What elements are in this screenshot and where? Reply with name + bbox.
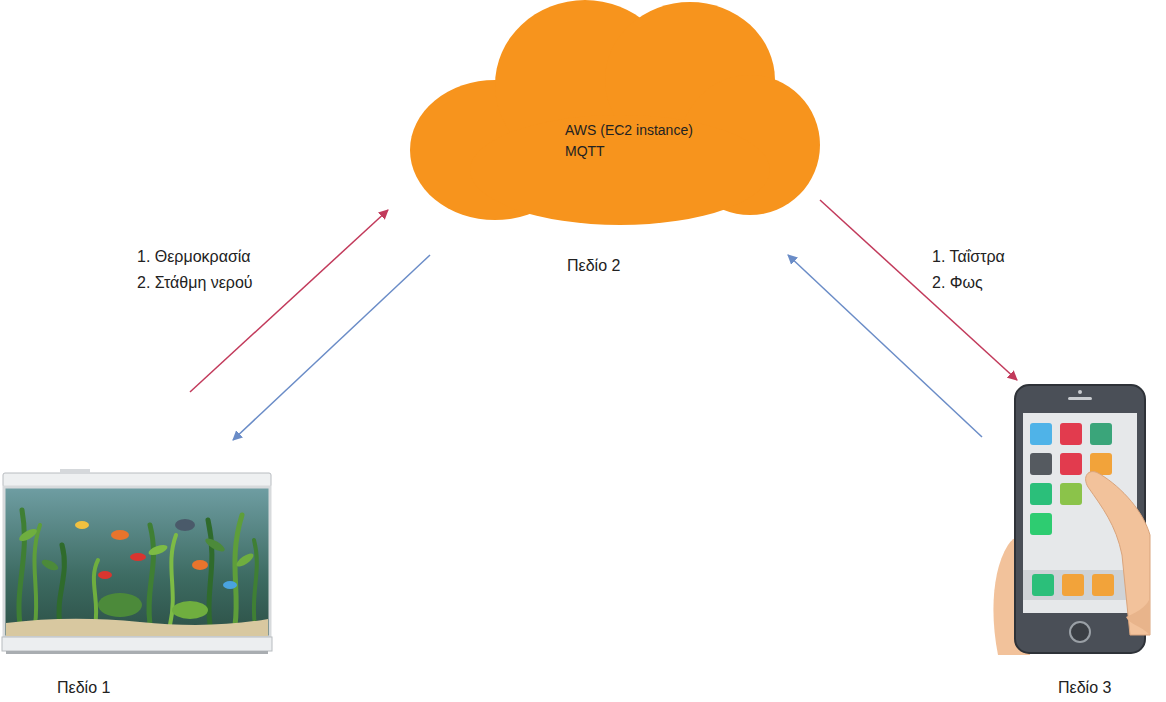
water-plant: [59, 545, 64, 625]
tank-base: [6, 651, 268, 654]
fish: [175, 519, 195, 531]
water-plant: [94, 560, 98, 625]
fish: [111, 530, 129, 540]
water-plant: [19, 510, 257, 625]
flow-arrow: [190, 210, 388, 392]
cloud-node: AWS (EC2 instance) MQTT Πεδίο 2: [400, 0, 825, 275]
plant-leaf: [17, 527, 255, 619]
water-plant: [34, 525, 40, 625]
fish: [192, 560, 208, 570]
app-icon: [1030, 453, 1052, 475]
flow-arrow: [788, 255, 982, 437]
app-icon: [1090, 423, 1112, 445]
service-text: AWS (EC2 instance): [565, 122, 693, 139]
water-plant: [254, 540, 257, 625]
data-label: 2. Στάθμη νερού: [137, 273, 253, 292]
phone-picture: [990, 385, 1150, 665]
data-label: 1. Ταΐστρα: [932, 247, 1005, 266]
phone-button: [1070, 622, 1090, 642]
fish: [75, 521, 89, 529]
cloud-shape: [410, 0, 820, 225]
plant-leaf: [17, 527, 38, 544]
app-icon: [1060, 453, 1082, 475]
field-caption: Πεδίο 1: [57, 678, 110, 697]
app-icon: [1030, 483, 1052, 505]
fish: [98, 571, 112, 579]
phone-camera: [1078, 390, 1082, 394]
data-label: 2. Φως: [932, 273, 983, 292]
plant-leaf: [235, 551, 256, 569]
tank-base: [2, 637, 272, 651]
aquarium-picture: [0, 465, 275, 665]
app-icon: [1060, 423, 1082, 445]
tank-gravel: [6, 619, 268, 636]
data-label: 1. Θερμοκρασία: [137, 247, 251, 266]
app-icon: [1023, 570, 1137, 600]
hand: [1126, 597, 1150, 635]
label-slot: 2. Στάθμη νερού: [137, 273, 253, 292]
tank-lid: [3, 473, 271, 487]
fish: [130, 553, 146, 561]
protocol-text: MQTT: [565, 143, 605, 160]
label-slot: 1. Ταΐστρα: [932, 247, 1005, 266]
app-icon: [1062, 574, 1084, 596]
water-plant: [208, 520, 212, 625]
flow-arrow: [233, 255, 430, 440]
cloud-shape: [400, 0, 825, 230]
aquarium-node: Πεδίο 1: [0, 470, 275, 697]
tank-water: [4, 487, 270, 637]
plant-leaf: [172, 601, 208, 619]
label-slot: 2. Φως: [932, 273, 983, 292]
phone-speaker: [1068, 397, 1092, 400]
tank-lid: [60, 469, 90, 474]
hand: [1086, 472, 1150, 635]
phone-node: Πεδίο 3: [990, 385, 1150, 697]
app-icon: [1092, 574, 1114, 596]
water-plant: [149, 525, 154, 625]
plant-leaf: [203, 536, 226, 554]
plant-leaf: [98, 593, 142, 617]
plant-leaf: [147, 543, 169, 557]
water-plant: [235, 515, 242, 625]
field-caption: Πεδίο 3: [1058, 678, 1111, 697]
app-icon: [1060, 483, 1082, 505]
label-slot: 1. Θερμοκρασία: [137, 247, 251, 266]
water-plant: [19, 510, 24, 625]
field-caption: Πεδίο 2: [567, 256, 620, 275]
flow-arrow: [820, 200, 1017, 380]
app-icon: [1030, 423, 1052, 445]
fish: [75, 519, 237, 589]
plant-leaf: [40, 558, 60, 573]
fish: [223, 581, 237, 589]
cloud-shape: [470, 115, 770, 225]
app-icon: [1032, 574, 1054, 596]
app-icon: [1030, 513, 1052, 535]
